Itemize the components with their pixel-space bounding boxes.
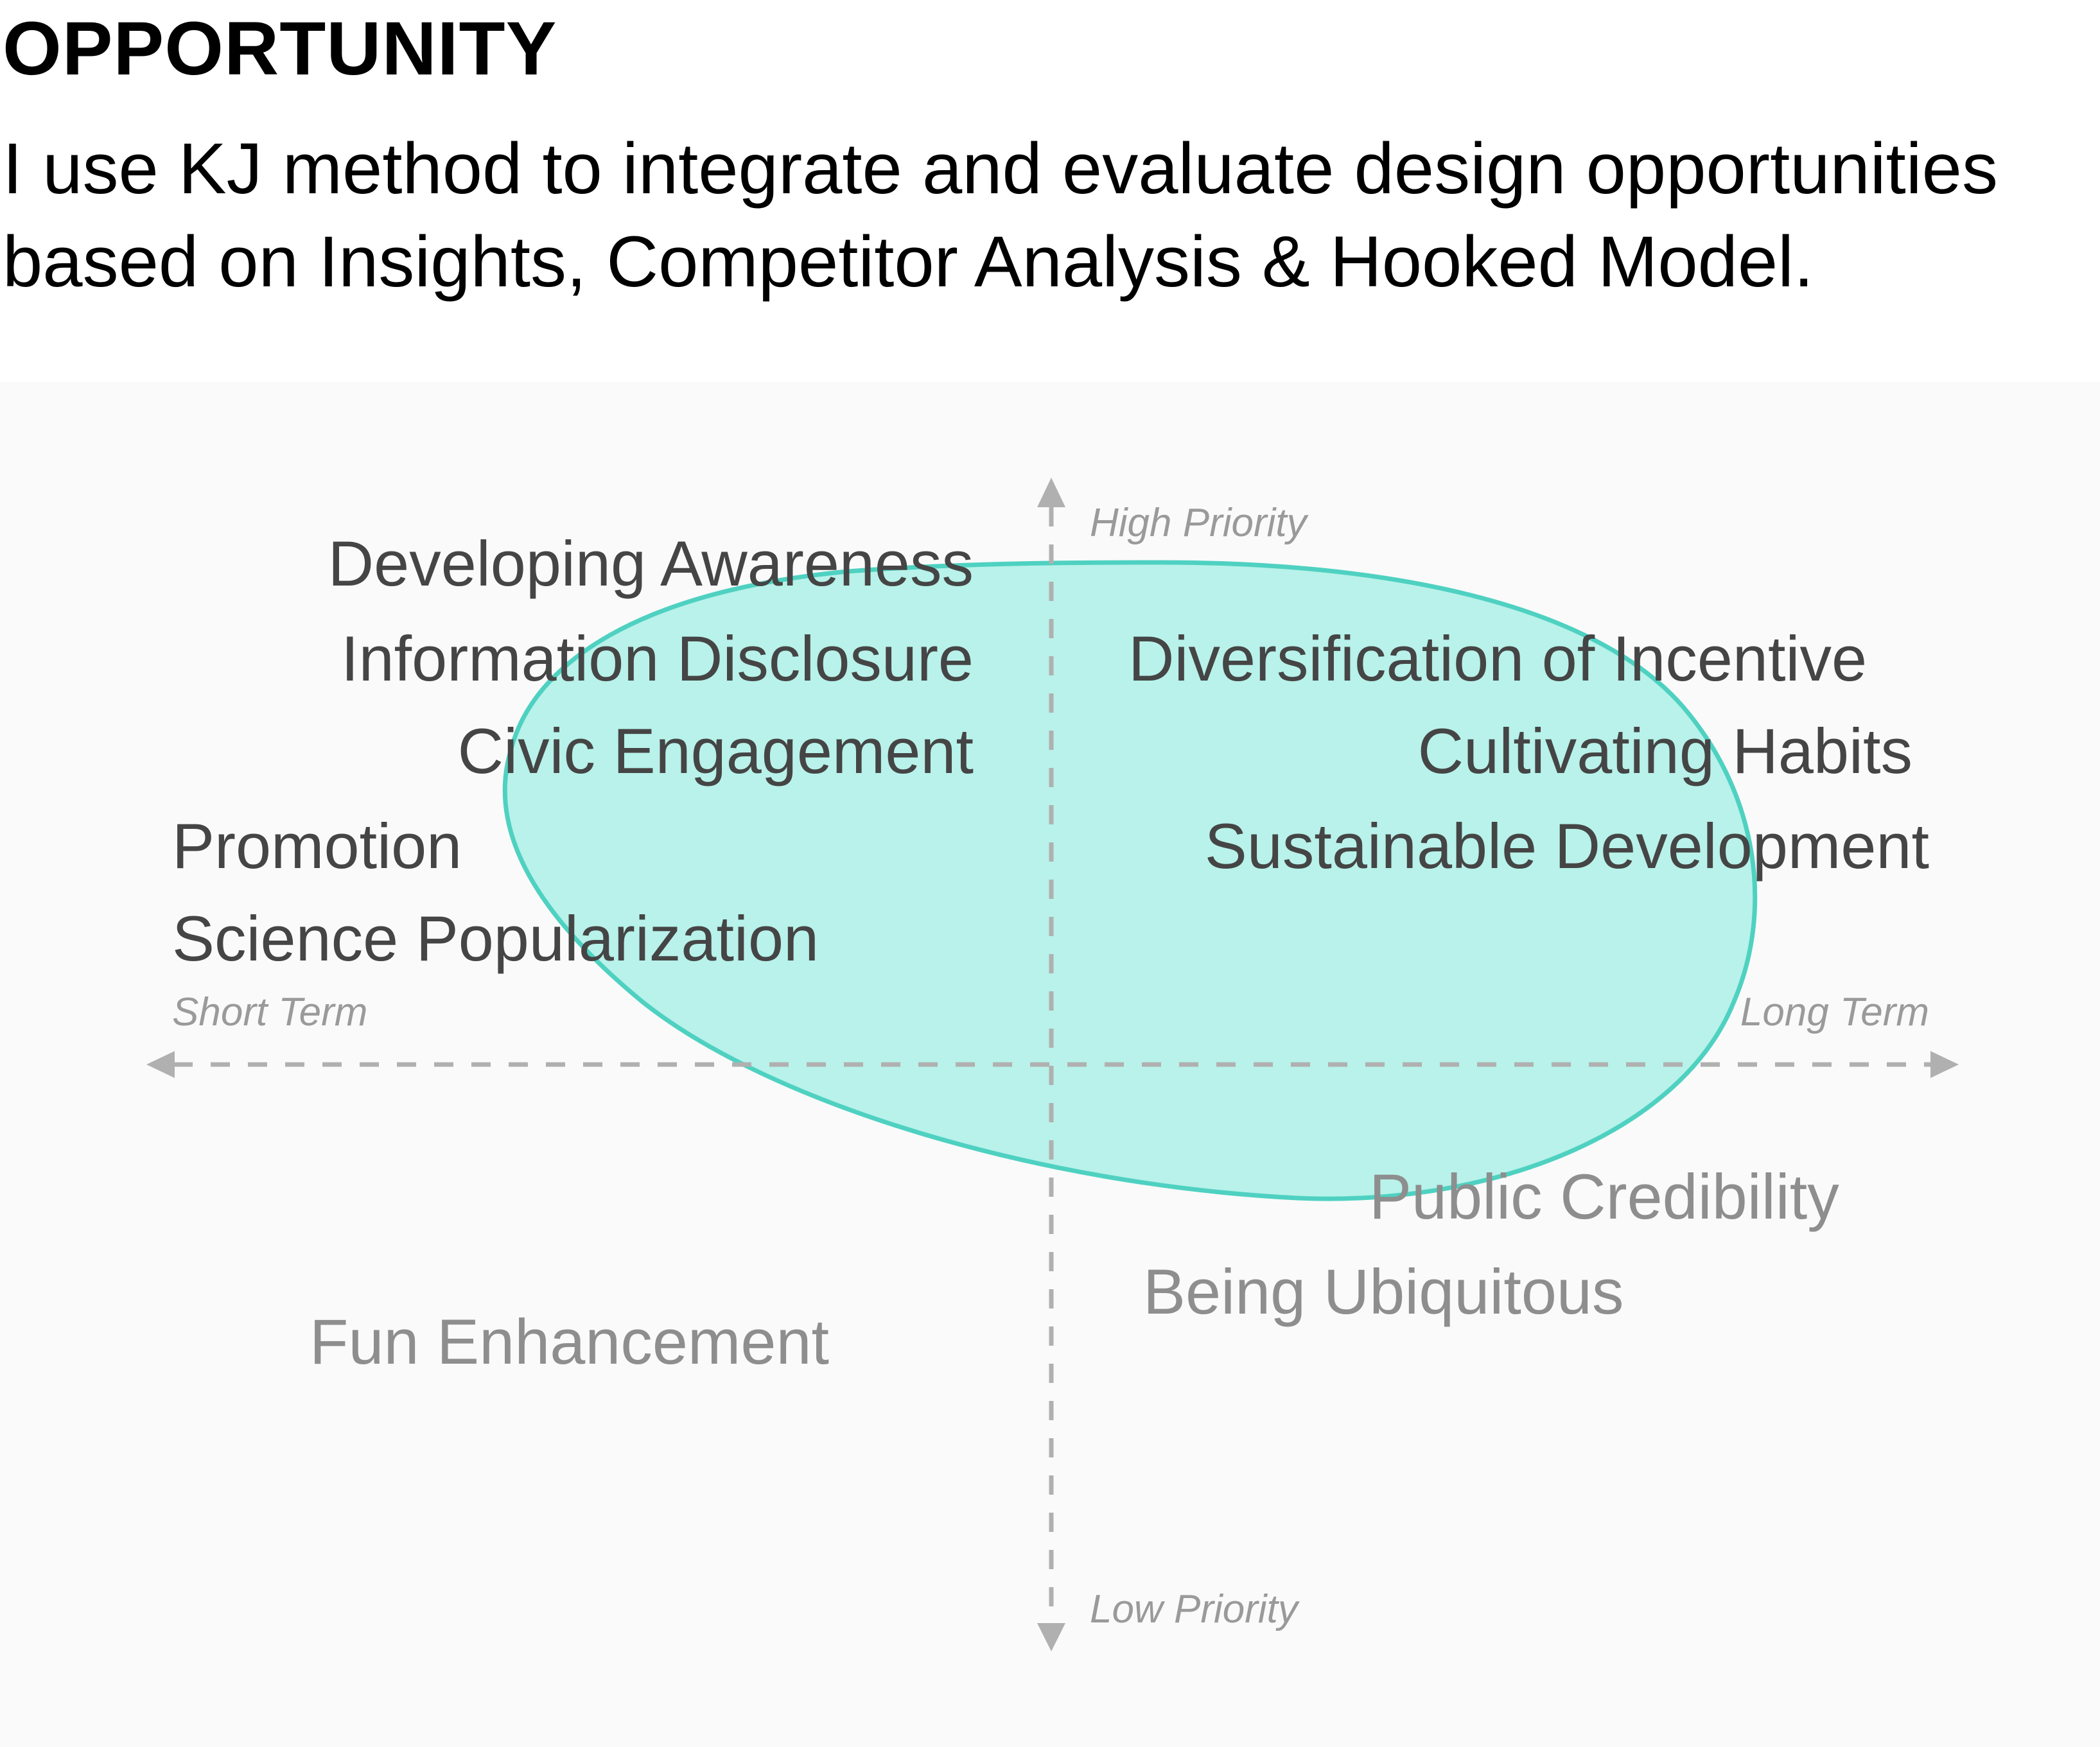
page-title: OPPORTUNITY	[3, 6, 557, 91]
axis-label-short-term: Short Term	[172, 990, 367, 1034]
arrow-down-icon	[1037, 1623, 1065, 1651]
item-developing-awareness: Developing Awareness	[328, 528, 974, 599]
arrow-left-icon	[146, 1051, 175, 1078]
arrow-right-icon	[1930, 1051, 1959, 1078]
axis-label-high-priority: High Priority	[1090, 501, 1309, 545]
item-science-popularization: Science Popularization	[172, 903, 819, 974]
item-information-disclosure: Information Disclosure	[341, 623, 974, 694]
axis-label-low priority: Low Priority	[1090, 1587, 1300, 1631]
subtitle-line-1: I use KJ method to integrate and evaluat…	[3, 128, 1998, 209]
subtitle-line-2: based on Insights, Competitor Analysis &…	[3, 222, 1814, 302]
item-promotion: Promotion	[172, 810, 462, 882]
focus-area-highlight	[502, 560, 1758, 1201]
item-civic-engagement: Civic Engagement	[458, 715, 974, 787]
item-diversification-of-incentive: Diversification of Incentive	[1128, 623, 1867, 694]
item-sustainable-development: Sustainable Development	[1205, 810, 1929, 882]
item-being-ubiquitous: Being Ubiquitous	[1143, 1256, 1624, 1327]
item-public-credibility: Public Credibility	[1369, 1161, 1839, 1232]
arrow-up-icon	[1037, 478, 1065, 507]
item-fun-enhancement: Fun Enhancement	[310, 1306, 829, 1377]
page-subtitle: I use KJ method to integrate and evaluat…	[3, 122, 2096, 308]
item-cultivating-habits: Cultivating Habits	[1418, 715, 1912, 787]
axis-label-long-term: Long Term	[1740, 990, 1929, 1034]
